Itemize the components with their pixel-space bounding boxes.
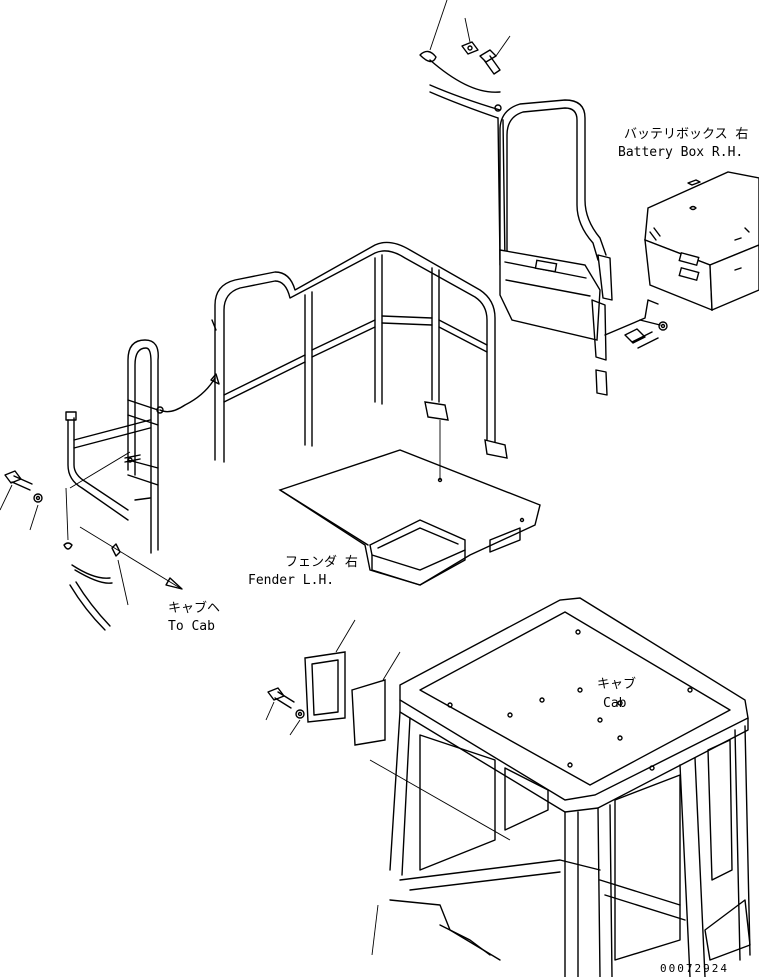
drawing-number: 00072924 — [660, 962, 729, 975]
to-cab-label-jp: キャブヘ — [168, 600, 220, 616]
bolt-left — [0, 470, 43, 531]
cab-label-jp: キャブ — [597, 676, 636, 692]
cab — [371, 597, 751, 977]
battery-box — [644, 171, 759, 312]
left-handrail — [65, 339, 159, 554]
fender-label-en: Fender L.H. — [248, 573, 334, 588]
fender — [278, 449, 541, 586]
left-chain-to-cab — [63, 451, 183, 631]
fender-label-jp: フェンダ 右 — [285, 555, 358, 570]
right-handrail — [497, 99, 661, 396]
battery-box-label-en: Battery Box R.H. — [618, 145, 743, 160]
platform-chain — [156, 373, 220, 414]
bolt-right — [624, 321, 668, 349]
top-strap-hardware — [419, 0, 511, 119]
center-handrail — [211, 241, 508, 463]
battery-box-label-jp: バッテリボックス 右 — [624, 127, 748, 142]
to-cab-label-en: To Cab — [168, 619, 215, 634]
cab-plates — [304, 619, 401, 746]
cab-label-en: Cab — [603, 696, 627, 711]
bolt-cab — [265, 687, 511, 841]
